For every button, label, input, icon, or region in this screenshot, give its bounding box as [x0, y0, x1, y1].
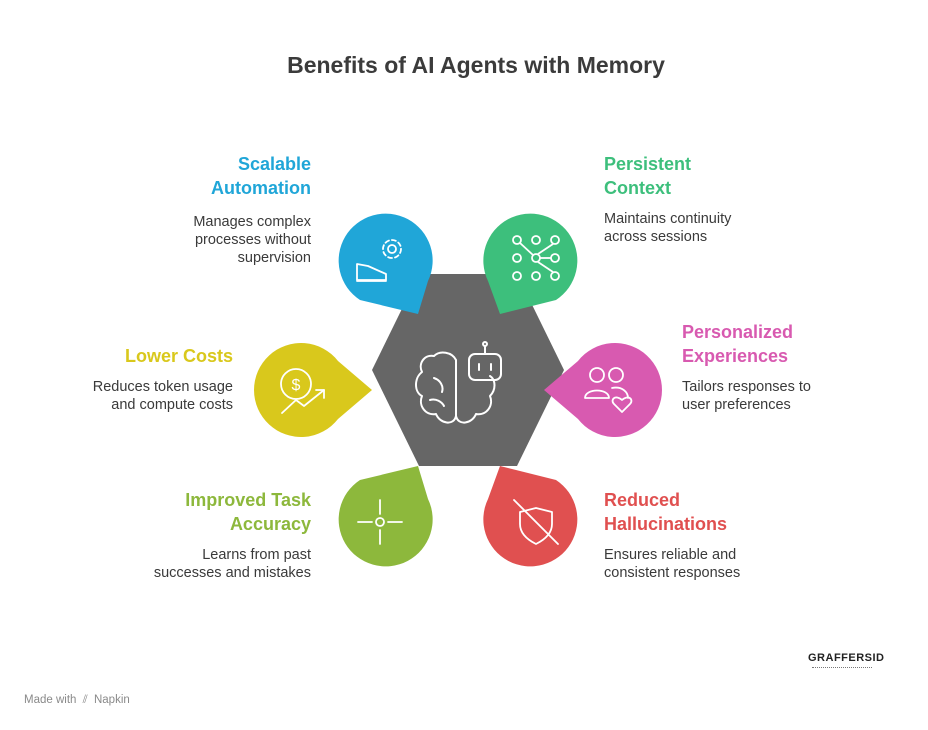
desc-reduced-hallucinations: Ensures reliable and consistent response… [604, 547, 741, 581]
napkin-brand: Napkin [93, 694, 130, 706]
dollar-growth-icon: $ [280, 368, 325, 414]
napkin-icon: ⫽ [82, 694, 88, 706]
crosshair-icon [357, 499, 403, 545]
made-with-footer: Made with ⫽ Napkin [24, 694, 130, 707]
graffersid-logo: GRAFFERSID [808, 652, 885, 664]
teardrop-improved-task-accuracy [338, 466, 433, 567]
desc-scalable-automation: Manages complex processes without superv… [193, 214, 311, 266]
logo-underline [812, 667, 872, 670]
desc-improved-task-accuracy: Learns from past successes and mistakes [153, 547, 311, 581]
teardrop-lower-costs [254, 343, 372, 437]
teardrop-personalized-experiences [544, 343, 662, 438]
svg-text:$: $ [292, 377, 301, 394]
desc-personalized-experiences: Tailors responses to user preferences [682, 379, 811, 413]
shield-off-icon [513, 499, 559, 545]
network-nodes-icon [512, 235, 560, 281]
teardrop-scalable-automation [338, 213, 433, 314]
users-heart-icon [584, 367, 633, 413]
diagram-title: Benefits of AI Agents with Memory [287, 52, 665, 78]
desc-lower-costs: Reduces token usage and compute costs [92, 379, 233, 413]
desc-persistent-context: Maintains continuity across sessions [604, 211, 732, 245]
heading-reduced-hallucinations: Reduced Hallucinations [604, 490, 728, 534]
heading-lower-costs: Lower Costs [124, 346, 233, 366]
heading-improved-task-accuracy: Improved Task Accuracy [185, 490, 311, 534]
gear-conveyor-icon [356, 239, 402, 282]
heading-personalized-experiences: Personalized Experiences [682, 322, 794, 366]
teardrop-persistent-context [483, 213, 578, 314]
heading-scalable-automation: Scalable Automation [211, 154, 311, 198]
heading-persistent-context: Persistent Context [604, 154, 692, 198]
brain-robot-icon [415, 341, 502, 424]
made-with-label: Made with [24, 694, 77, 706]
